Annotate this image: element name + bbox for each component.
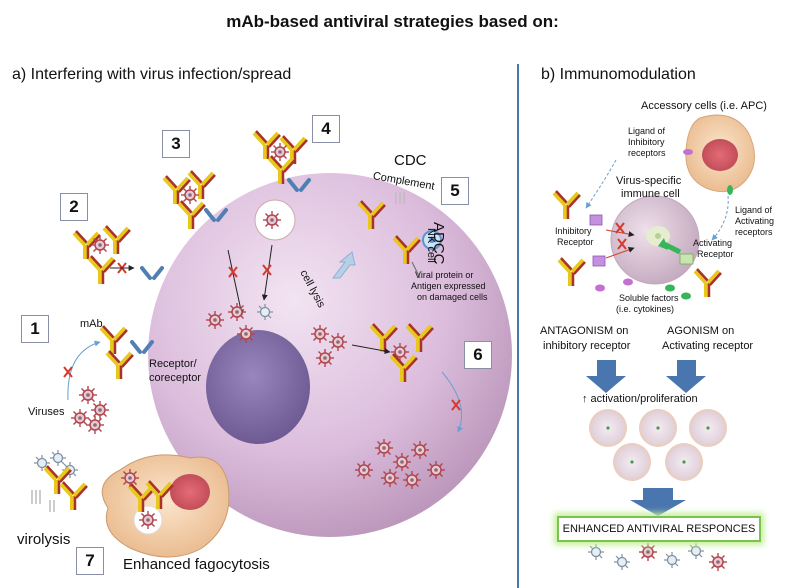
section-a-heading: a) Interfering with virus infection/spre… <box>12 66 292 83</box>
inhibitory-receptor-label-line2: Receptor <box>557 237 594 247</box>
agonism-label-line1: AGONISM on <box>667 325 735 337</box>
step-number-3: 3 <box>162 130 190 158</box>
virus-specific-label-line2: immune cell <box>621 188 680 200</box>
coreceptor-label: coreceptor <box>149 372 201 384</box>
step-number-6: 6 <box>464 341 492 369</box>
cell-nucleus <box>206 330 310 444</box>
soluble-factors-label-line1: Soluble factors <box>619 293 679 303</box>
activation-proliferation-label: ↑ activation/proliferation <box>582 393 698 405</box>
agonism-label-line2: Activating receptor <box>662 340 754 352</box>
soluble-factors-label-line2: (i.e. cytokines) <box>616 304 675 314</box>
enhanced-responses-box: ENHANCED ANTIVIRAL RESPONCES <box>557 516 761 542</box>
ligand-inhibitory-label-line2: Inhibitory <box>628 137 665 147</box>
activating-receptor-label-line1: Activating <box>693 238 733 248</box>
step-number-7: 7 <box>76 547 104 575</box>
antagonism-label-line2: inhibitory receptor <box>543 340 631 352</box>
viral-protein-label-line2: Antigen expressed <box>411 281 486 291</box>
ligand-activating-label-line2: Activating <box>735 216 775 226</box>
ligand-inhibitory-label-line1: Ligand of <box>628 126 666 136</box>
viral-protein-label-line3: on damaged cells <box>417 292 488 302</box>
viral-protein-label-line1: Viral protein or <box>415 270 474 280</box>
mab-label: mAb <box>80 318 103 330</box>
accessory-cells-label: Accessory cells (i.e. APC) <box>641 100 767 112</box>
step-number-4: 4 <box>312 115 340 143</box>
nk-cell-label: NK cell <box>425 228 437 263</box>
ligand-inhibitory-label-line3: receptors <box>628 148 666 158</box>
panel-divider <box>517 64 519 588</box>
inhibitory-receptor-label-line1: Inhibitory <box>555 226 592 236</box>
main-title: mAb-based antiviral strategies based on: <box>226 12 559 31</box>
section-b-heading: b) Immunomodulation <box>541 66 696 83</box>
antagonism-label-line1: ANTAGONISM on <box>540 325 629 337</box>
virus-specific-label-line1: Virus-specific <box>616 175 682 187</box>
fagocytosis-label: Enhanced fagocytosis <box>123 556 270 573</box>
step-number-1: 1 <box>21 315 49 343</box>
ligand-activating-label-line1: Ligand of <box>735 205 773 215</box>
receptor-label: Receptor/ <box>149 358 197 370</box>
step-number-5: 5 <box>441 177 469 205</box>
ligand-activating-label-line3: receptors <box>735 227 773 237</box>
cdc-label: CDC <box>394 152 427 169</box>
virolysis-label: virolysis <box>17 531 71 548</box>
activating-receptor-label-line2: Receptor <box>697 249 734 259</box>
viruses-label: Viruses <box>28 406 65 418</box>
step-number-2: 2 <box>60 193 88 221</box>
